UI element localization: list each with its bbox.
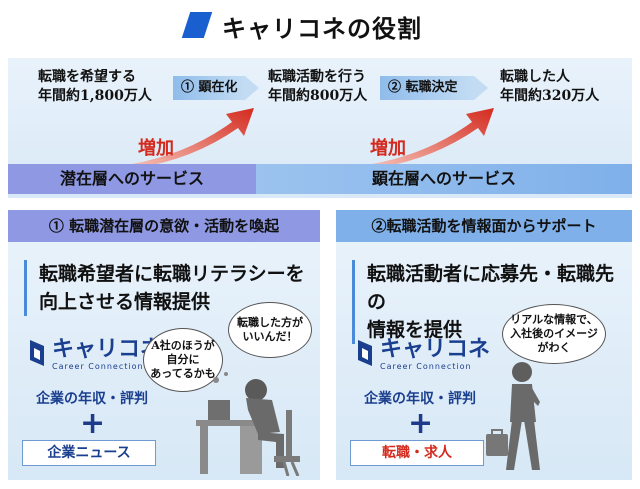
increase-label: 増加 [370,138,406,159]
info-jobs: 転職・求人 [350,440,484,466]
panel-headline: 転職活動者に応募先・転職先の 情報を提供 [352,260,632,344]
stage-active: 転職活動を行う 年間約800万人 [268,69,368,104]
step-manifest: ① 顕在化 [173,76,259,100]
info-salary-reputation: 企業の年収・評判 [364,391,476,407]
panel-latent: ① 転職潜在層の意欲・活動を喚起 転職希望者に転職リテラシーを 向上させる情報提… [8,210,320,480]
increase-label: 増加 [138,138,174,159]
brand-logo: キャリコネ Career Connection [358,338,490,371]
brand-mark-icon [358,340,372,366]
plus-icon: + [80,406,106,441]
title-accent-mark [181,12,213,38]
stage-changed: 転職した人 年間約320万人 [500,69,600,104]
panel-manifest: ②転職活動を情報面からサポート 転職活動者に応募先・転職先の 情報を提供 キャリ… [336,210,632,480]
latent-service-band: 潜在層へのサービス [8,164,256,194]
panel-header: ① 転職潜在層の意欲・活動を喚起 [8,210,320,242]
desk-worker-icon [196,372,300,476]
info-salary-reputation: 企業の年収・評判 [36,391,148,407]
growth-arrow-icon [372,108,494,168]
manifest-service-band: 顕在層へのサービス [256,164,632,194]
step-decision: ② 転職決定 [380,76,488,100]
panel-headline: 転職希望者に転職リテラシーを 向上させる情報提供 [24,260,305,316]
thought-bubble: リアルな情報で、 入社後のイメージ がわく [502,304,606,364]
plus-icon: + [408,406,434,441]
growth-arrow-icon [132,108,254,168]
thought-bubble: A社のほうが 自分に あってるかも [143,328,223,392]
thought-bubble: 転職した方が いいんだ！ [228,302,312,358]
panel-header: ②転職活動を情報面からサポート [336,210,632,242]
walking-person-icon [486,362,540,470]
brand-mark-icon [30,340,44,366]
info-company-news: 企業ニュース [22,440,156,466]
stage-aspiring: 転職を希望する 年間約1,800万人 [38,69,152,104]
page-title: キャリコネの役割 [222,14,422,43]
